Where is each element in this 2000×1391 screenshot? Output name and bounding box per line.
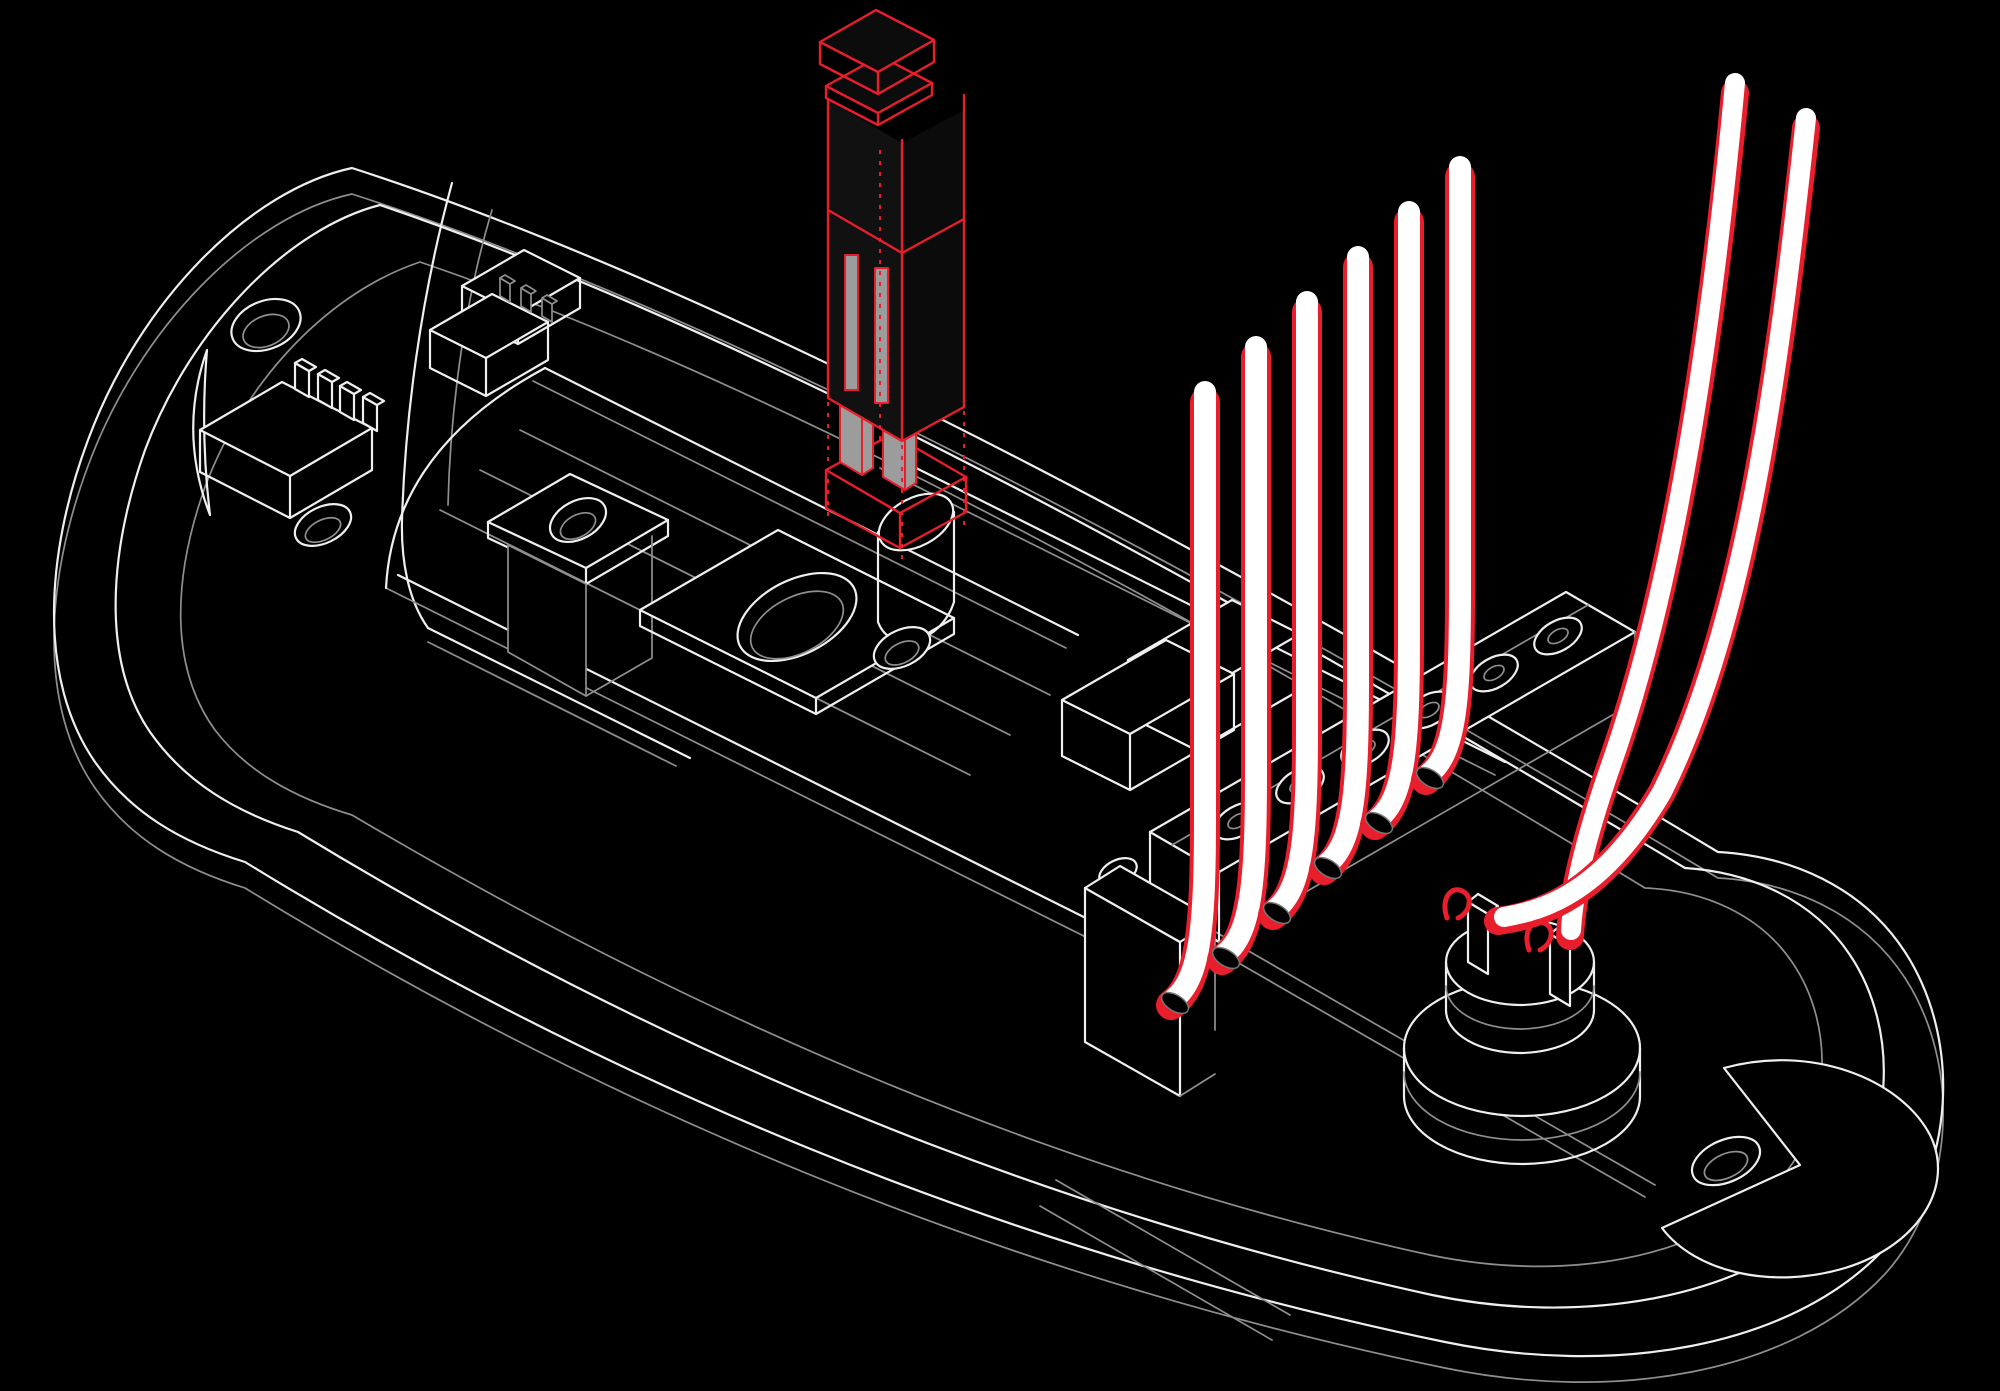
oval-cutout-depth: [749, 590, 845, 660]
battery-body-edges: [826, 93, 966, 443]
dip-block-front-sides: [428, 320, 550, 398]
cover-plate-inner-arc: [447, 209, 493, 506]
connector-sides: [198, 426, 374, 520]
shell-top-rim-outer: [52, 166, 1945, 1358]
battery-inner-pin-2: [874, 267, 889, 404]
battery-cap-top: [818, 8, 936, 74]
wire-6: [1411, 156, 1475, 795]
cam-disc-body: [1660, 1059, 1940, 1279]
wire-5: [1360, 201, 1424, 840]
battery-module: red highlighted module exploded above it…: [818, 8, 966, 560]
hole-left: [293, 503, 353, 547]
motor-wires: two long crossing wires to actuator lugs: [1442, 73, 1820, 953]
compartment-far-wall: [543, 366, 1080, 637]
red-wire-tips: [1442, 887, 1554, 953]
cover-plate: left top cover plate with round cable ho…: [192, 181, 692, 767]
red-tip-1: [1442, 887, 1472, 921]
actuator-puck-rim: [1445, 985, 1595, 1030]
actuator-base-rim: [1403, 1071, 1641, 1141]
pcb-step-edges: [1039, 1179, 1291, 1341]
battery-inner-pin-1: [844, 254, 859, 391]
dip-keys: [499, 274, 558, 323]
wire-4: [1309, 246, 1373, 885]
actuator-puck-side: [1444, 960, 1596, 1055]
relay-front-sides: [1060, 672, 1236, 792]
hole-center: [872, 626, 932, 670]
wire-2: [1207, 336, 1271, 975]
crescent-slot: [192, 348, 212, 517]
cover-plate-mouth-edge: [400, 181, 454, 630]
bracket-screw-hole: [548, 496, 608, 544]
battery-cap-side: [818, 38, 936, 96]
actuator-assembly: stacked cylindrical actuator with two te…: [1083, 864, 1642, 1166]
insertion-guides: [827, 150, 965, 560]
hole-center-depth: [884, 640, 920, 666]
cover-plate-bottom-edge: [426, 626, 692, 760]
lug-1: [1466, 892, 1500, 976]
red-tip-2: [1524, 919, 1554, 953]
lower-plate-thickness: [638, 608, 956, 716]
wire-1: [1156, 381, 1220, 1020]
clamp-top: [877, 492, 955, 552]
compartment-left-end: [384, 366, 547, 590]
motor-wire-b: [1484, 108, 1820, 935]
mounting-bracket: mounting bracket with counterbored screw…: [486, 472, 670, 697]
terminal-wires: six white wires with red edges, staggere…: [1156, 156, 1475, 1020]
connector-pins: [293, 357, 386, 433]
dip-blocks: header/DIP switch blocks: [428, 248, 582, 398]
battery-front-face: [828, 100, 902, 441]
socket-skirt: [824, 468, 968, 550]
lower-plate: large oval opening in lower plate: [638, 528, 956, 716]
cover-plate-bottom-shadow: [427, 641, 677, 767]
battery-side-face: [902, 110, 964, 441]
connector-box: 4-pin connector box on left plate: [198, 357, 386, 520]
board-holes: [293, 503, 1138, 887]
battery-flange-side: [824, 81, 934, 127]
wire-3: [1258, 291, 1322, 930]
end-hole-depth: [1703, 1150, 1749, 1182]
cam-disc: pac-man shaped cam disc at right end wit…: [1660, 1059, 1940, 1279]
cable-hole-depth: [242, 313, 290, 349]
hole-left-depth: [304, 516, 342, 544]
end-hole: [1690, 1135, 1762, 1187]
bracket-pedestal-side: [585, 535, 653, 697]
shell-interior-floor: [179, 261, 1823, 1268]
bracket-screw-counterbore: [559, 511, 597, 541]
compartment-far-wall-inner: [532, 380, 1067, 649]
actuator-base-side: [1402, 1046, 1642, 1166]
